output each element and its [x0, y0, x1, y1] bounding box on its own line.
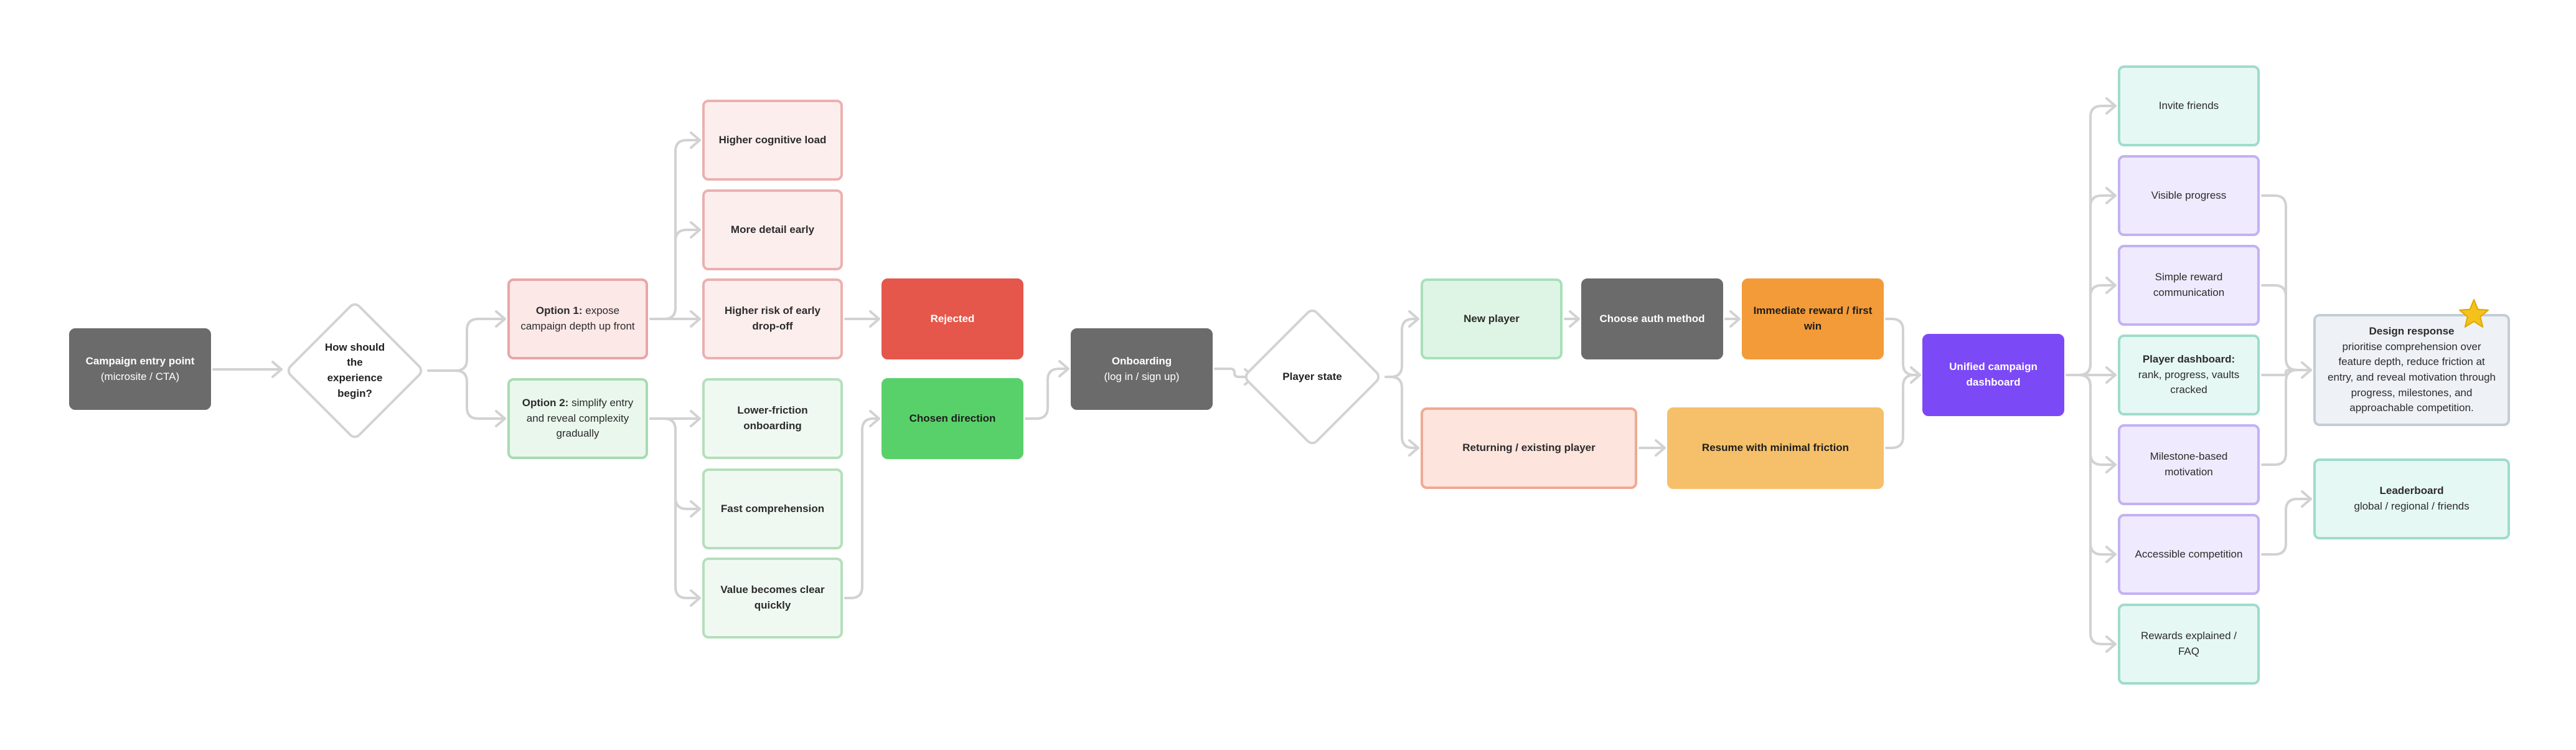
node-rewards-faq[interactable]: Rewards explained / FAQ: [2118, 604, 2260, 685]
connector-feature-to-design-4: [2261, 369, 2312, 466]
option-1-text: expose campaign depth up front: [520, 305, 635, 332]
leaderboard-text: global / regional / friends: [2354, 500, 2470, 512]
node-value-clear-quickly[interactable]: Value becomes clear quickly: [702, 558, 843, 638]
connector-dashboard-to-feature-1-arrowhead: [2105, 97, 2117, 115]
connector-returning-to-resume-arrowhead: [1655, 439, 1666, 457]
connector-question-to-option1-arrowhead: [495, 310, 506, 328]
connector-state-to-new: [1384, 318, 1419, 378]
connector-dashboard-to-feature-3-arrowhead: [2105, 277, 2117, 294]
node-design-response[interactable]: Design response prioritise comprehension…: [2313, 314, 2510, 426]
node-more-detail-early[interactable]: More detail early: [702, 189, 843, 270]
node-subtitle: (log in / sign up): [1104, 370, 1180, 382]
connector-question-to-option2: [427, 369, 506, 420]
connector-dashboard-to-feature-7: [2066, 374, 2117, 645]
connector-dashboard-to-feature-7-arrowhead: [2105, 635, 2117, 653]
node-option-1[interactable]: Option 1: expose campaign depth up front: [507, 278, 648, 359]
connector-option1-to-effect-2: [649, 229, 701, 320]
connector-dashboard-to-feature-2-arrowhead: [2105, 187, 2117, 204]
design-response-title: Design response: [2369, 325, 2455, 338]
node-milestone-motivation[interactable]: Milestone-based motivation: [2118, 424, 2260, 505]
node-title: Campaign entry point: [85, 354, 195, 367]
star-icon: [2459, 299, 2489, 328]
connector-option1-to-effect-1-arrowhead: [690, 131, 701, 149]
connector-value-to-chosen: [844, 417, 880, 599]
connector-value-to-chosen-arrowhead: [869, 410, 880, 427]
connector-option2-to-effect-2-arrowhead: [690, 500, 701, 518]
connector-dashboard-to-feature-5-arrowhead: [2105, 456, 2117, 473]
connector-option2-to-effect-3: [649, 417, 701, 599]
connector-dashboard-to-feature-3: [2066, 284, 2117, 376]
connector-dropoff-to-rejected-arrowhead: [869, 310, 880, 328]
node-choose-auth-method[interactable]: Choose auth method: [1581, 278, 1723, 359]
node-player-dashboard[interactable]: Player dashboard: rank, progress, vaults…: [2118, 335, 2260, 415]
option-1-label: Option 1:: [535, 305, 583, 317]
node-onboarding[interactable]: Onboarding (log in / sign up): [1071, 328, 1213, 410]
connector-state-to-new-arrowhead: [1408, 310, 1419, 328]
node-campaign-entry[interactable]: Campaign entry point (microsite / CTA): [69, 328, 211, 410]
connector-competition-to-leaderboard: [2261, 498, 2312, 556]
connector-question-to-option2-arrowhead: [495, 410, 506, 427]
connector-dashboard-to-feature-4-arrowhead: [2105, 366, 2117, 384]
connector-new-to-auth-arrowhead: [1569, 310, 1580, 328]
node-subtitle: (microsite / CTA): [100, 370, 180, 382]
player-dashboard-text: rank, progress, vaults cracked: [2138, 368, 2240, 396]
connector-option2-to-effect-3-arrowhead: [690, 589, 701, 607]
node-rejected[interactable]: Rejected: [881, 278, 1023, 359]
connector-dashboard-to-feature-6-arrowhead: [2105, 546, 2117, 563]
option-2-label: Option 2:: [522, 397, 569, 409]
decision-how-begin[interactable]: How should the experience begin?: [284, 300, 426, 442]
node-higher-cognitive-load[interactable]: Higher cognitive load: [702, 100, 843, 181]
connector-resume-to-dashboard-arrowhead: [1910, 366, 1921, 384]
node-resume-minimal-friction[interactable]: Resume with minimal friction: [1667, 407, 1884, 489]
connector-auth-to-reward-arrowhead: [1729, 310, 1741, 328]
option-2-text: simplify entry and reveal complexity gra…: [526, 397, 634, 440]
connector-chosen-to-onboarding: [1025, 368, 1069, 420]
connector-feature-to-design-3: [2261, 369, 2312, 376]
node-accessible-competition[interactable]: Accessible competition: [2118, 514, 2260, 595]
connector-feature-to-design-2: [2261, 284, 2312, 371]
node-invite-friends[interactable]: Invite friends: [2118, 65, 2260, 146]
connector-option1-to-effect-2-arrowhead: [690, 221, 701, 239]
node-fast-comprehension[interactable]: Fast comprehension: [702, 468, 843, 549]
connector-state-to-returning: [1384, 376, 1419, 449]
node-returning-player[interactable]: Returning / existing player: [1421, 407, 1637, 489]
node-chosen-direction[interactable]: Chosen direction: [881, 378, 1023, 459]
decision-label: Player state: [1282, 370, 1342, 382]
connector-competition-to-leaderboard-arrowhead: [2301, 490, 2312, 508]
node-lower-friction-onboarding[interactable]: Lower-friction onboarding: [702, 378, 843, 459]
connector-state-to-returning-arrowhead: [1408, 439, 1419, 457]
design-response-text: prioritise comprehension over feature de…: [2328, 340, 2496, 414]
leaderboard-title: Leaderboard: [2379, 485, 2444, 497]
node-simple-reward-communication[interactable]: Simple reward communication: [2118, 245, 2260, 326]
node-unified-dashboard[interactable]: Unified campaign dashboard: [1922, 334, 2064, 416]
node-new-player[interactable]: New player: [1421, 278, 1563, 359]
connector-reward-to-dashboard: [1885, 318, 1921, 376]
node-visible-progress[interactable]: Visible progress: [2118, 155, 2260, 236]
node-immediate-reward[interactable]: Immediate reward / first win: [1742, 278, 1884, 359]
connector-option1-to-effect-3-arrowhead: [690, 310, 701, 328]
connector-entry-to-question-arrowhead: [271, 361, 283, 378]
connector-onboarding-to-player-state: [1214, 368, 1255, 378]
connector-resume-to-dashboard: [1885, 374, 1921, 449]
connector-question-to-option1: [427, 318, 506, 372]
node-leaderboard[interactable]: Leaderboard global / regional / friends: [2313, 458, 2510, 539]
connector-chosen-to-onboarding-arrowhead: [1058, 360, 1069, 377]
node-higher-drop-off-risk[interactable]: Higher risk of early drop-off: [702, 278, 843, 359]
player-dashboard-label: Player dashboard:: [2142, 353, 2235, 366]
decision-player-state[interactable]: Player state: [1241, 306, 1383, 448]
connector-option2-to-effect-1-arrowhead: [690, 410, 701, 427]
node-title: Onboarding: [1111, 354, 1172, 367]
node-option-2[interactable]: Option 2: simplify entry and reveal comp…: [507, 378, 648, 459]
decision-label: How should the experience begin?: [324, 341, 385, 399]
